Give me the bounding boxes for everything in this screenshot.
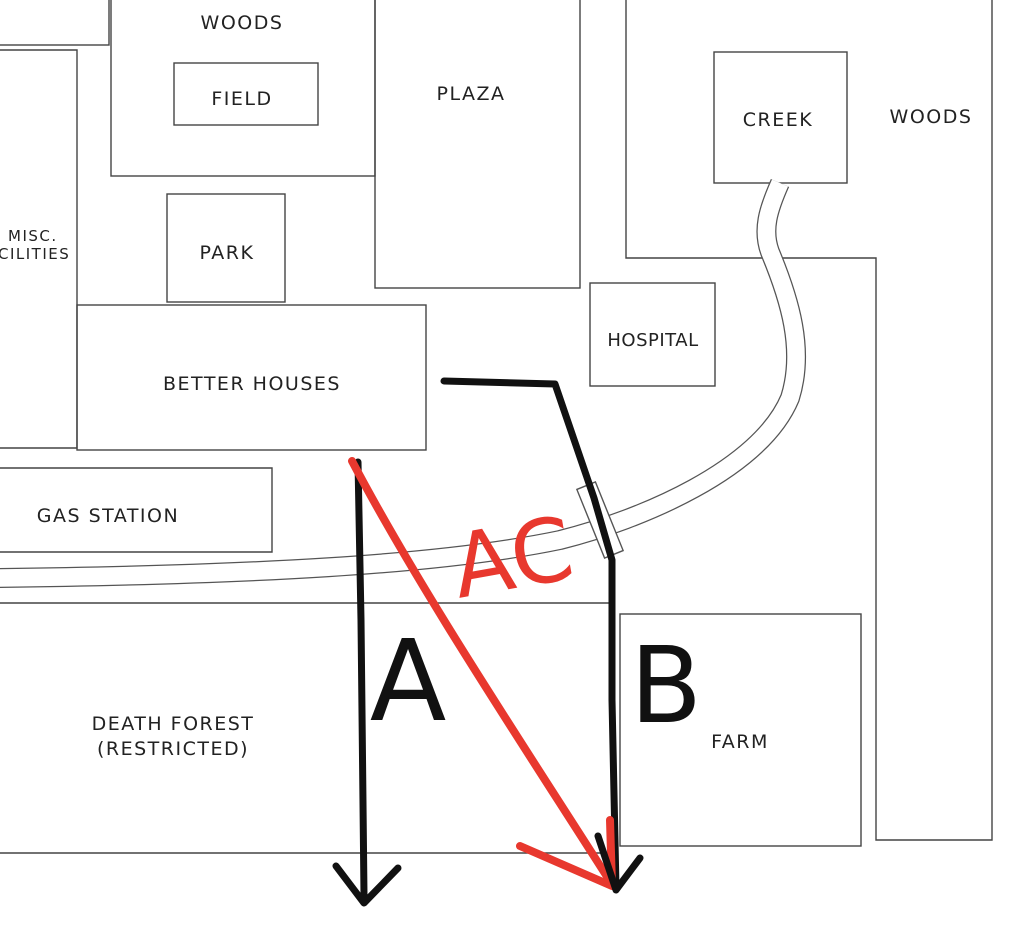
park-label: PARK xyxy=(200,242,255,264)
route-ac-line xyxy=(348,457,617,890)
gas-station-label: GAS STATION xyxy=(37,505,179,527)
top-left-block xyxy=(0,0,110,46)
route-a-arrowhead xyxy=(332,862,402,907)
field-block xyxy=(173,62,319,126)
farm-block xyxy=(619,613,862,847)
gas-station-block xyxy=(0,467,273,553)
creek-stream-inner xyxy=(0,179,805,587)
route-ac-letter: AC xyxy=(444,496,580,618)
woods-north-label: WOODS xyxy=(201,12,284,34)
woods-east-block xyxy=(625,0,993,841)
park-block xyxy=(166,193,286,303)
hospital-block xyxy=(589,282,716,387)
death-forest-label-line1: DEATH FOREST xyxy=(92,713,255,735)
plaza-label: PLAZA xyxy=(437,83,506,105)
misc-facilities-label-line1: MISC. xyxy=(8,227,58,245)
plaza-block xyxy=(374,0,581,289)
misc-facilities-label-line2: CILITIES xyxy=(0,245,70,263)
farm-label: FARM xyxy=(711,731,769,753)
route-a-line xyxy=(354,458,368,899)
route-b-letter: B xyxy=(630,625,702,747)
creek-block xyxy=(713,51,848,184)
route-a-letter: A xyxy=(370,617,447,747)
creek-label: CREEK xyxy=(743,109,813,131)
field-label: FIELD xyxy=(211,88,272,110)
route-b-line xyxy=(440,377,620,892)
better-houses-block xyxy=(76,304,427,451)
misc-facilities-block xyxy=(0,49,78,449)
death-forest-label-line2: (RESTRICTED) xyxy=(97,738,249,760)
better-houses-label: BETTER HOUSES xyxy=(163,373,341,395)
route-b-arrowhead xyxy=(594,832,644,894)
woods-east-label: WOODS xyxy=(890,106,973,128)
hospital-label: HOSPITAL xyxy=(607,330,698,351)
